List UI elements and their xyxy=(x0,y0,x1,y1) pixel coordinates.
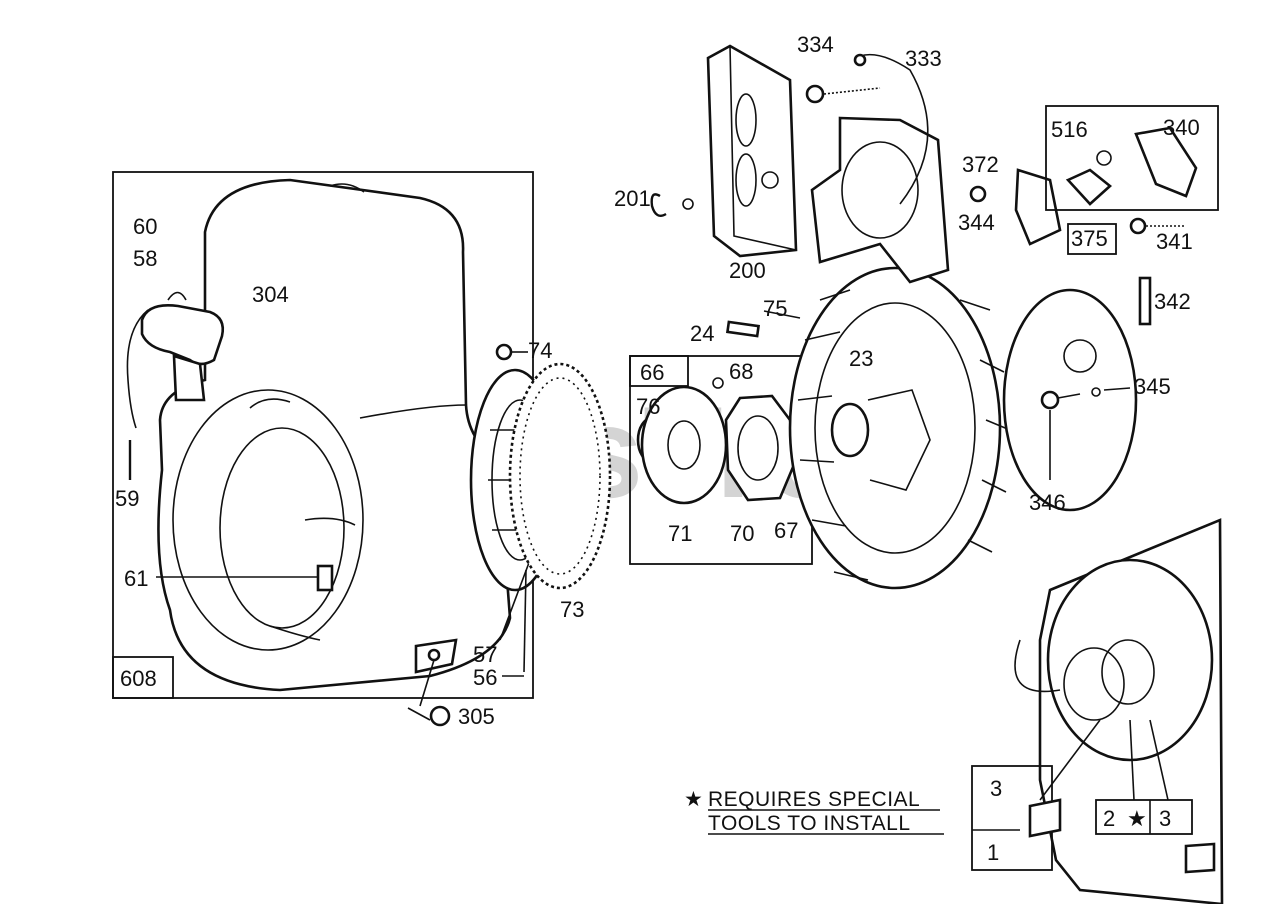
washer-345[interactable] xyxy=(1091,387,1101,397)
label-73: 73 xyxy=(560,597,584,622)
group-375-frame xyxy=(1045,105,1219,211)
key-24[interactable] xyxy=(725,320,761,338)
label-200: 200 xyxy=(729,258,766,283)
label-345: 345 xyxy=(1134,374,1171,399)
rotating-screen-73[interactable] xyxy=(508,362,612,590)
callout-labels: 334 333 516 340 372 344 375 341 201 200 … xyxy=(115,32,1200,865)
label-75: 75 xyxy=(763,296,787,321)
label-67: 67 xyxy=(774,518,798,543)
label-76: 76 xyxy=(636,394,660,419)
screw-341[interactable] xyxy=(1129,217,1147,235)
starter-grip-58[interactable] xyxy=(172,354,206,402)
label-304: 304 xyxy=(252,282,289,307)
label-74: 74 xyxy=(528,338,552,363)
ref-box-2-3 xyxy=(1095,799,1193,835)
screw-344[interactable] xyxy=(969,185,987,203)
label-372: 372 xyxy=(962,152,999,177)
note-line-2: TOOLS TO INSTALL xyxy=(708,812,911,835)
ball-68[interactable] xyxy=(712,377,724,389)
label-305: 305 xyxy=(458,704,495,729)
label-3-left: 3 xyxy=(990,776,1002,801)
group-608-tag xyxy=(112,656,174,699)
clamp-372[interactable] xyxy=(1014,168,1062,246)
label-340: 340 xyxy=(1163,115,1200,140)
nut-346[interactable] xyxy=(1040,390,1060,410)
screw-305[interactable] xyxy=(429,705,451,727)
label-344: 344 xyxy=(958,210,995,235)
label-334: 334 xyxy=(797,32,834,57)
plunger-516[interactable] xyxy=(1065,168,1113,206)
label-3-right: 3 xyxy=(1159,806,1171,831)
label-516: 516 xyxy=(1051,117,1088,142)
special-tools-note: ★ REQUIRES SPECIAL TOOLS TO INSTALL xyxy=(684,788,944,835)
clip-61[interactable] xyxy=(316,564,334,592)
crankcase-group xyxy=(971,518,1224,904)
ratchet-70[interactable] xyxy=(737,415,779,481)
label-342: 342 xyxy=(1154,289,1191,314)
label-375: 375 xyxy=(1071,226,1108,251)
group-66-tag xyxy=(629,355,689,387)
label-68: 68 xyxy=(729,359,753,384)
blower-housing-304[interactable] xyxy=(157,178,512,692)
label-201: 201 xyxy=(614,186,651,211)
label-57: 57 xyxy=(473,642,497,667)
label-24: 24 xyxy=(690,321,714,346)
label-71: 71 xyxy=(668,521,692,546)
note-star-icon: ★ xyxy=(684,788,703,811)
label-61: 61 xyxy=(124,566,148,591)
label-23: 23 xyxy=(849,346,873,371)
note-line-1: REQUIRES SPECIAL xyxy=(708,788,920,811)
clip-201[interactable] xyxy=(650,193,667,217)
star-icon: ★ xyxy=(1127,806,1147,831)
clutch-housing-67[interactable] xyxy=(724,394,798,502)
screw-334[interactable] xyxy=(805,84,825,104)
label-333: 333 xyxy=(905,46,942,71)
armature-333[interactable] xyxy=(810,116,950,284)
label-2: 2 xyxy=(1103,806,1115,831)
seal-2[interactable] xyxy=(1063,647,1125,721)
flywheel-group xyxy=(725,266,1138,590)
condenser-342[interactable] xyxy=(1138,276,1152,326)
label-608: 608 xyxy=(120,666,157,691)
label-58: 58 xyxy=(133,246,157,271)
blower-housing-group xyxy=(112,171,612,727)
label-341: 341 xyxy=(1156,229,1193,254)
label-70: 70 xyxy=(730,521,754,546)
starter-clutch-group xyxy=(629,355,813,565)
label-60: 60 xyxy=(133,214,157,239)
label-59: 59 xyxy=(115,486,139,511)
screw-74[interactable] xyxy=(495,343,513,361)
starter-handle-60[interactable] xyxy=(140,304,225,366)
label-66: 66 xyxy=(640,360,664,385)
ignition-group xyxy=(650,44,1219,326)
group-375-tag xyxy=(1067,223,1117,255)
label-1: 1 xyxy=(987,840,999,865)
label-346: 346 xyxy=(1029,490,1066,515)
flywheel-23[interactable] xyxy=(788,266,1002,590)
breaker-cover-200[interactable] xyxy=(706,44,798,258)
breaker-340[interactable] xyxy=(1134,126,1198,198)
label-56: 56 xyxy=(473,665,497,690)
